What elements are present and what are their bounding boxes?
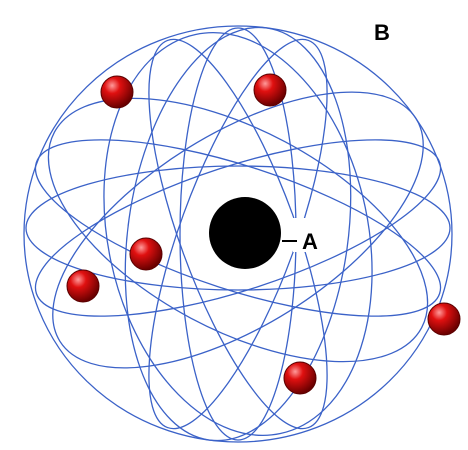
outer-sphere: [23, 25, 453, 443]
electrons: [66, 73, 461, 395]
electron: [100, 75, 134, 109]
nucleus: [209, 197, 281, 269]
orbit-ring: [34, 139, 442, 317]
electron: [283, 361, 317, 395]
electron: [253, 73, 287, 107]
electron: [427, 302, 461, 336]
label-a: A: [302, 229, 318, 254]
label-a-background: [293, 218, 329, 252]
orbit-ring: [52, 91, 424, 369]
orbit-ring: [103, 31, 373, 437]
orbit-ring: [47, 97, 429, 363]
orbit-ring: [25, 165, 451, 291]
label-b: B: [374, 20, 390, 45]
electron: [129, 237, 163, 271]
orbit-lines: [23, 25, 453, 443]
electron: [66, 269, 100, 303]
orbit-ring: [148, 38, 328, 430]
orbit-ring: [148, 38, 328, 430]
orbit-ring: [124, 26, 352, 442]
orbit-ring: [34, 139, 442, 317]
